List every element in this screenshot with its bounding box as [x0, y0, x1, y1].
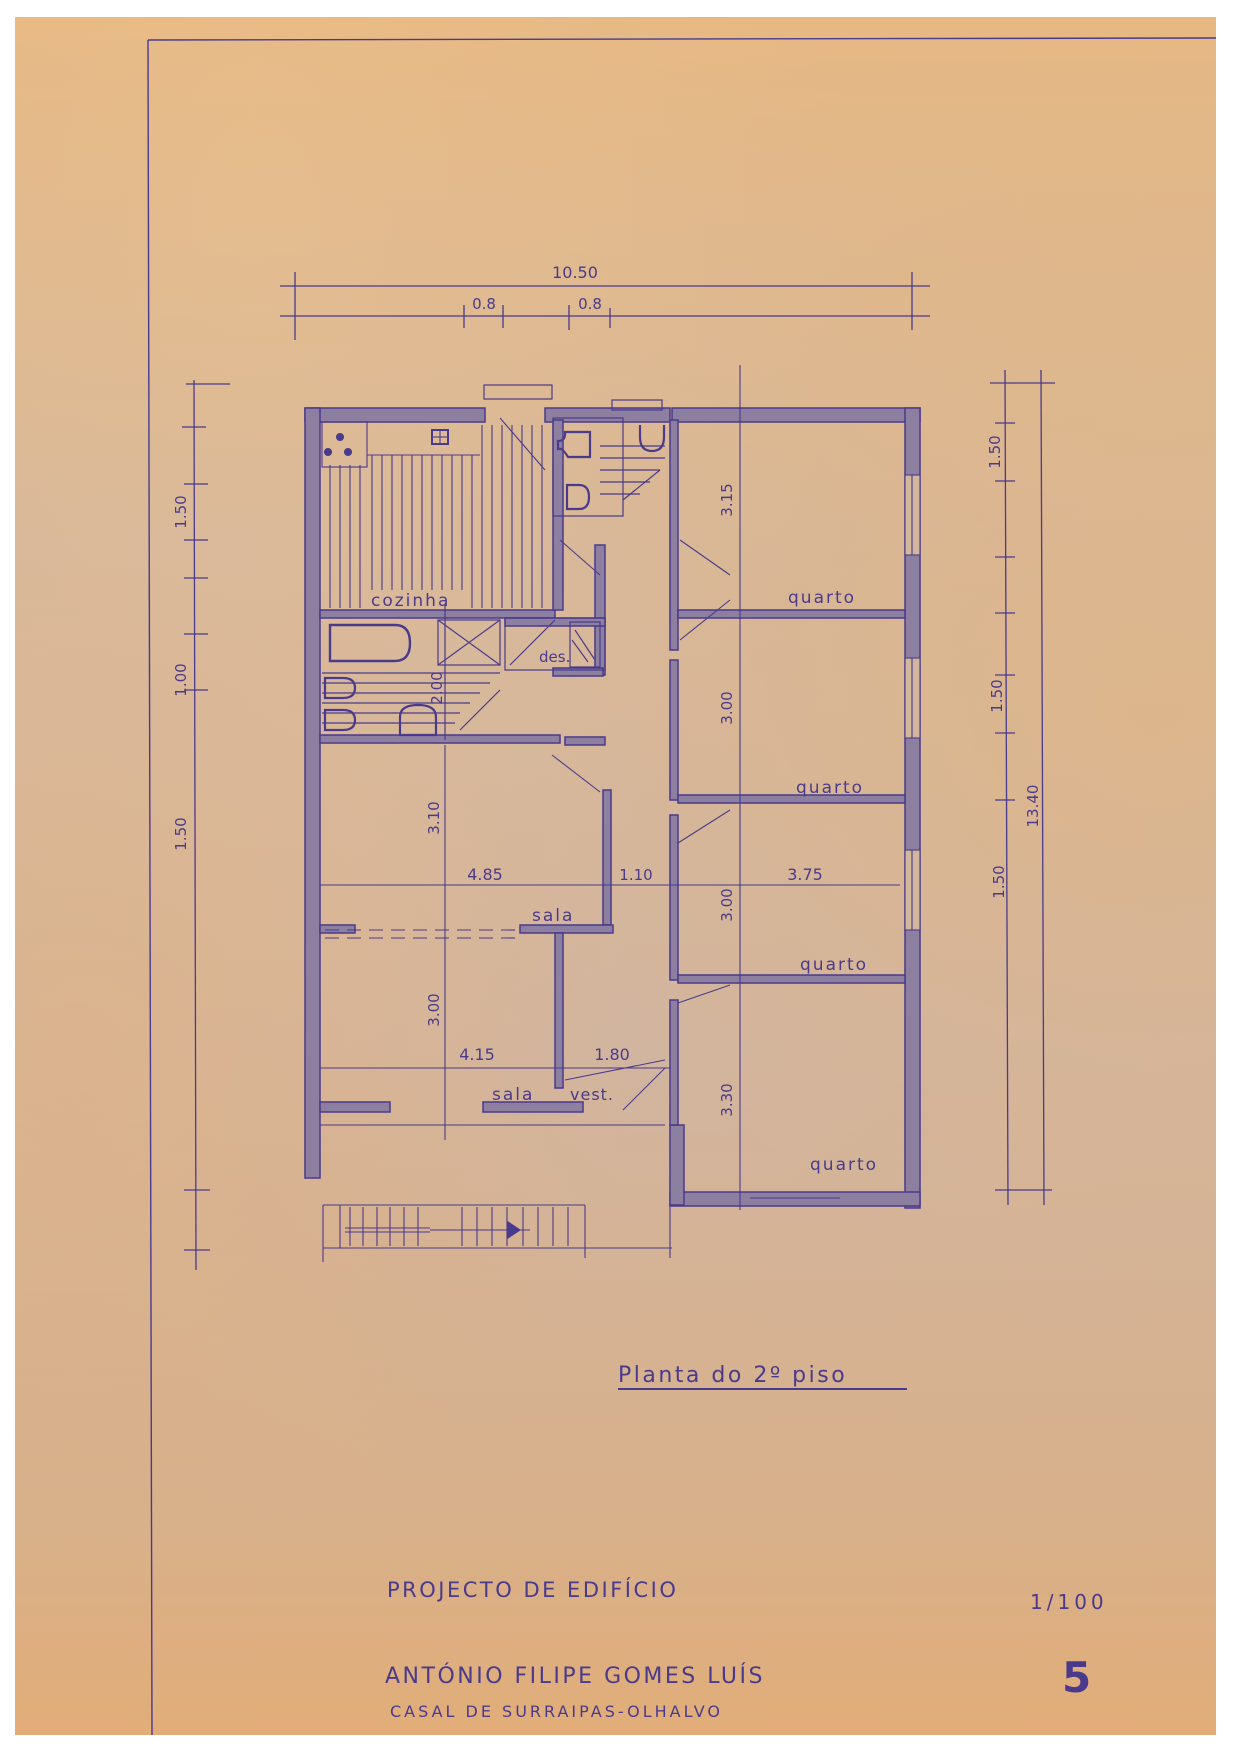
- dim-right-window-2: 1.50: [988, 679, 1006, 712]
- dim-vest-width: 1.80: [594, 1045, 630, 1064]
- dim-left-window-3: 1.50: [172, 817, 190, 850]
- top-dimension-lines: [280, 272, 930, 340]
- room-label-quarto-4: quarto: [810, 1155, 878, 1175]
- owner-name: ANTÓNIO FILIPE GOMES LUÍS: [385, 1663, 765, 1689]
- dim-corridor-width: 1.10: [619, 866, 652, 884]
- room-label-sala-upper: sala: [532, 906, 574, 926]
- sheet-border: [147, 37, 1217, 1736]
- dim-sala-upper-depth: 3.10: [425, 801, 443, 834]
- project-title: PROJECTO DE EDIFÍCIO: [387, 1577, 678, 1602]
- right-dimension-lines: [990, 369, 1055, 1206]
- drawing-scale: 1/100: [1030, 1590, 1108, 1614]
- dim-left-window-2: 1.00: [172, 663, 190, 696]
- dim-overall-depth: 13.40: [1024, 785, 1042, 828]
- room-label-sala-lower: sala: [492, 1085, 534, 1105]
- pantry-fixtures: [504, 617, 606, 671]
- interior-walls: [319, 419, 906, 1126]
- dim-left-window-1: 1.50: [172, 495, 190, 528]
- room-label-vestibule: vest.: [570, 1085, 614, 1104]
- dim-quarto1-depth: 3.15: [718, 483, 736, 516]
- room-label-quarto-3: quarto: [800, 955, 868, 975]
- stair-treads: [349, 1207, 569, 1246]
- dim-sala-lower-depth: 3.00: [425, 993, 443, 1026]
- upper-wc-fixtures: [483, 384, 666, 517]
- sheet-number: 5: [1062, 1653, 1091, 1702]
- drawing-title: Planta do 2º piso: [618, 1363, 847, 1388]
- kitchen-floor-hatching: [321, 417, 601, 608]
- dim-quarto2-depth: 3.00: [718, 691, 736, 724]
- dim-overall-width: 10.50: [552, 263, 598, 282]
- room-label-quarto-2: quarto: [796, 778, 864, 798]
- room-label-pantry: des.: [539, 648, 570, 666]
- dim-quarto4-depth: 3.30: [718, 1083, 736, 1116]
- room-label-quarto-1: quarto: [788, 588, 856, 608]
- dim-quarto-width: 3.75: [787, 865, 823, 884]
- lower-bathroom-fixtures: [322, 605, 501, 740]
- dim-quarto3-depth: 3.00: [718, 888, 736, 921]
- blueprint-sheet: [15, 17, 1216, 1735]
- dim-sala-upper-width: 4.85: [467, 865, 503, 884]
- bedroom-lines: [677, 365, 840, 1210]
- dim-opening-2: 0.8: [578, 295, 602, 313]
- dim-sala-lower-width: 4.15: [459, 1045, 495, 1064]
- sala-upper-lines: [320, 745, 900, 1140]
- dim-bathroom-depth: 2.00: [428, 671, 446, 704]
- dim-opening-1: 0.8: [472, 295, 496, 313]
- room-label-kitchen: cozinha: [371, 591, 450, 611]
- dim-right-window-3: 1.50: [990, 865, 1008, 898]
- dim-right-window-1: 1.50: [986, 435, 1004, 468]
- sala-lower-lines: [320, 1059, 672, 1262]
- left-dimension-lines: [182, 379, 230, 1271]
- right-wall-windows: [904, 474, 921, 931]
- location: CASAL DE SURRAIPAS-OLHALVO: [390, 1702, 723, 1721]
- exterior-walls: [304, 407, 921, 1209]
